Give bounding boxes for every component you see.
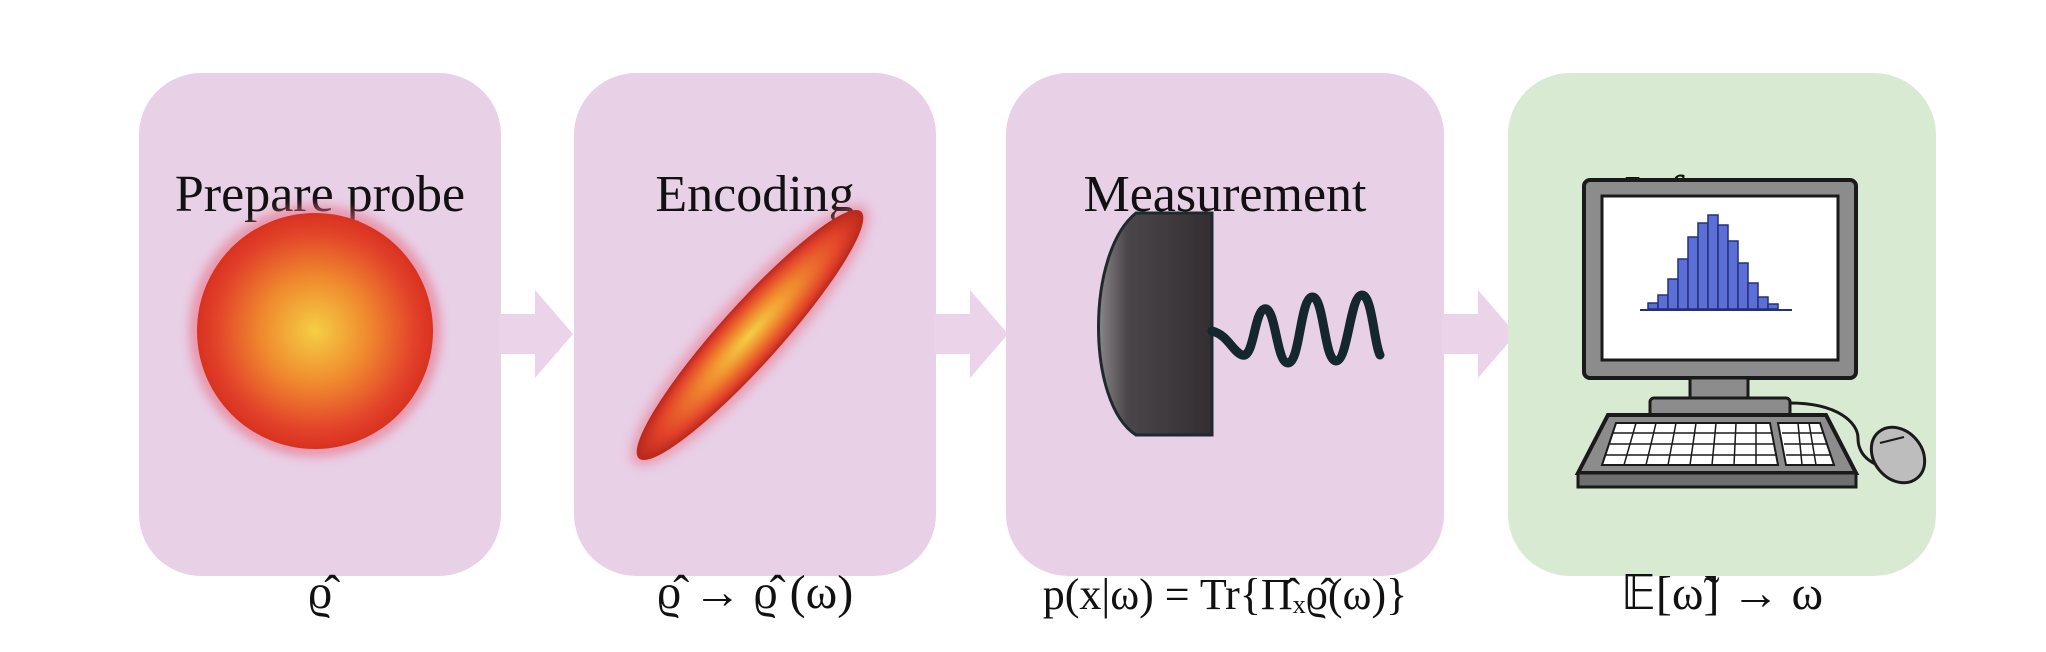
measurement-formula: p(x|ω) = Tr{Π̂ₓϱ̂(ω)} (1042, 570, 1408, 619)
arrow-icon (934, 290, 1008, 378)
stage-title: Measurement (1083, 166, 1367, 223)
mouse-icon (1869, 425, 1927, 485)
encoded-state-icon (631, 204, 869, 466)
arrow-icon (1442, 290, 1516, 378)
probe-state-icon (189, 205, 441, 457)
encoding-formula: ϱ̂ → ϱ̂ (ω) (656, 566, 854, 619)
probe-formula: ϱ̂ (307, 566, 333, 619)
detector-icon (1097, 211, 1385, 437)
computer-icon (1574, 178, 1927, 489)
histogram-icon (1647, 214, 1779, 310)
stage-title: Encoding (655, 166, 855, 223)
stage-encoding: Encoding ϱ̂ → ϱ̂ (ω) (574, 73, 936, 619)
inference-formula: 𝔼[ω̃] → ω (1620, 567, 1824, 620)
stage-inference: Inference (1508, 73, 1936, 620)
stage-prepare-probe: Prepare probe ϱ̂ (139, 73, 501, 619)
arrow-icon (499, 290, 573, 378)
stage-measurement: Measurement p(x|ω) = Tr{Π̂ₓϱ̂(ω)} (1006, 73, 1444, 619)
